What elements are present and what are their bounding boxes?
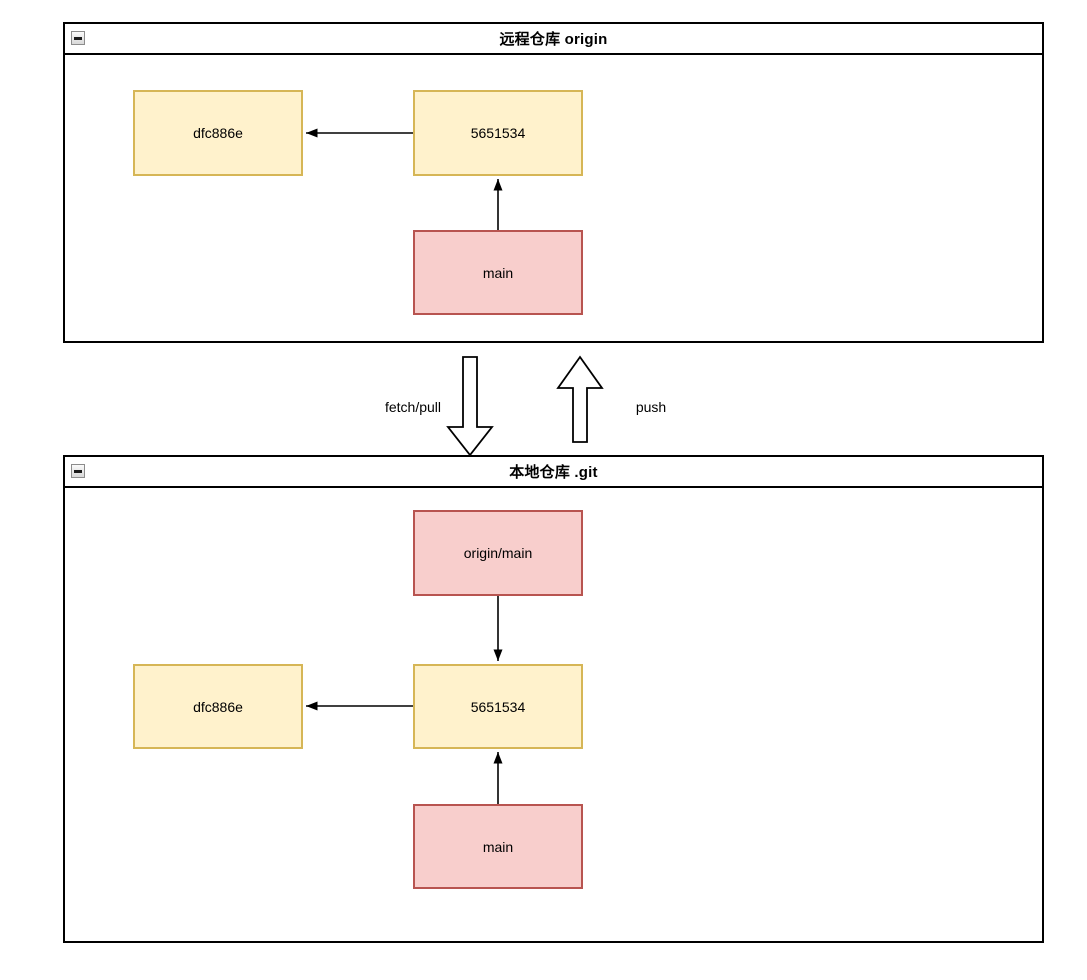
minus-glyph [74, 36, 82, 40]
branch-node-remote-main: main [413, 230, 583, 315]
commit-node-local-dfc886e: dfc886e [133, 664, 303, 749]
push-block-arrow-icon [556, 355, 604, 443]
fetch-pull-label: fetch/pull [384, 399, 442, 415]
remote-repo-titlebar: 远程仓库 origin [65, 24, 1042, 55]
commit-node-local-5651534: 5651534 [413, 664, 583, 749]
local-repo-titlebar: 本地仓库 .git [65, 457, 1042, 488]
collapse-icon[interactable] [71, 31, 85, 45]
collapse-icon[interactable] [71, 464, 85, 478]
commit-node-remote-5651534: 5651534 [413, 90, 583, 176]
branch-node-local-origin-main: origin/main [413, 510, 583, 596]
push-label: push [635, 399, 667, 415]
branch-node-local-main: main [413, 804, 583, 889]
commit-node-remote-dfc886e: dfc886e [133, 90, 303, 176]
local-repo-title: 本地仓库 .git [509, 464, 598, 481]
remote-repo-title: 远程仓库 origin [499, 31, 608, 48]
minus-glyph [74, 469, 82, 473]
